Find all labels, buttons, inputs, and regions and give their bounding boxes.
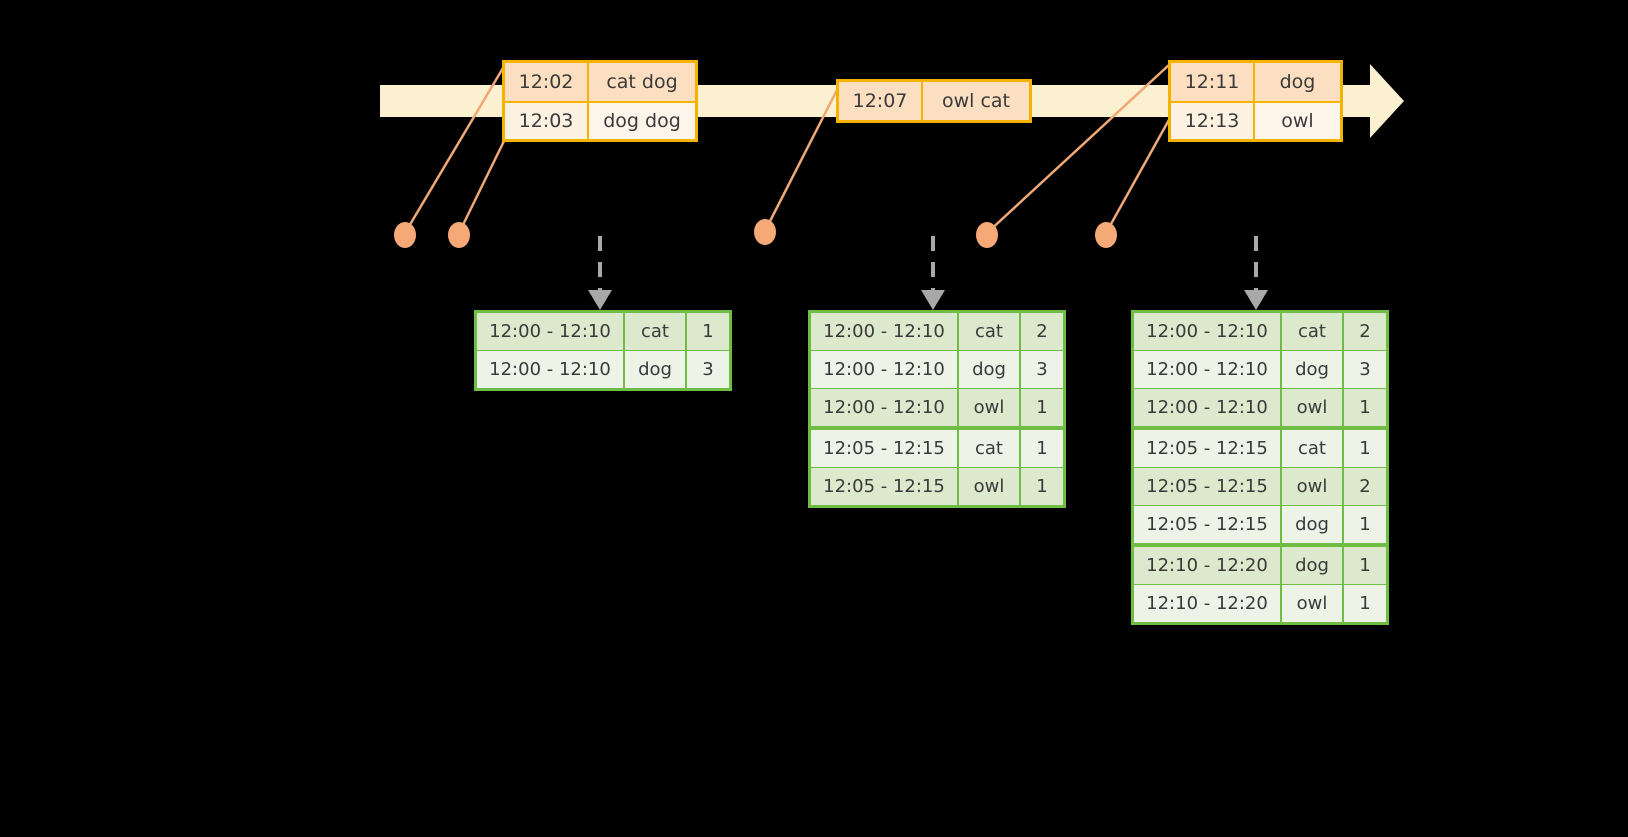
event-words: dog dog (589, 103, 695, 139)
count-cell: 3 (1344, 351, 1386, 388)
word-cell: cat (1282, 430, 1342, 467)
word-cell: cat (959, 430, 1019, 467)
count-cell: 1 (1021, 389, 1063, 426)
count-cell: 1 (1344, 506, 1386, 543)
event-words: owl (1255, 103, 1340, 139)
window-cell: 12:00 - 12:10 (1134, 351, 1280, 388)
event-row[interactable]: 12:02 cat dog (505, 63, 695, 101)
event-dot-2 (448, 222, 470, 248)
word-cell: dog (959, 351, 1019, 388)
event-time: 12:03 (505, 103, 589, 139)
window-cell: 12:00 - 12:10 (811, 313, 957, 350)
count-cell: 3 (687, 351, 729, 388)
word-cell: owl (1282, 585, 1342, 622)
word-cell: dog (1282, 547, 1342, 584)
count-cell: 2 (1021, 313, 1063, 350)
word-cell: dog (1282, 351, 1342, 388)
event-time: 12:02 (505, 63, 589, 101)
event-dot-3 (754, 219, 776, 245)
window-cell: 12:05 - 12:15 (811, 468, 957, 505)
count-cell: 1 (1344, 547, 1386, 584)
event-group-2[interactable]: 12:07 owl cat (836, 79, 1032, 123)
event-row[interactable]: 12:11 dog (1171, 63, 1340, 101)
count-cell: 2 (1344, 468, 1386, 505)
event-group-3[interactable]: 12:11 dog 12:13 owl (1168, 60, 1343, 142)
event-dot-5 (1095, 222, 1117, 248)
window-cell: 12:00 - 12:10 (811, 389, 957, 426)
event-dot-1 (394, 222, 416, 248)
event-words: owl cat (923, 82, 1029, 120)
window-cell: 12:10 - 12:20 (1134, 547, 1280, 584)
count-cell: 1 (1344, 585, 1386, 622)
event-dots (394, 219, 1117, 248)
window-cell: 12:00 - 12:10 (477, 313, 623, 350)
window-cell: 12:05 - 12:15 (811, 430, 957, 467)
window-cell: 12:05 - 12:15 (1134, 506, 1280, 543)
event-dot-4 (976, 222, 998, 248)
word-cell: dog (1282, 506, 1342, 543)
emit-arrows (598, 236, 1258, 292)
word-cell: cat (1282, 313, 1342, 350)
window-cell: 12:00 - 12:10 (1134, 389, 1280, 426)
event-time: 12:07 (839, 82, 923, 120)
window-cell: 12:00 - 12:10 (1134, 313, 1280, 350)
word-cell: dog (625, 351, 685, 388)
window-cell: 12:05 - 12:15 (1134, 468, 1280, 505)
event-time: 12:11 (1171, 63, 1255, 101)
event-row[interactable]: 12:13 owl (1171, 101, 1340, 139)
word-cell: cat (625, 313, 685, 350)
event-row[interactable]: 12:07 owl cat (839, 82, 1029, 120)
window-cell: 12:00 - 12:10 (477, 351, 623, 388)
event-words: cat dog (589, 63, 695, 101)
word-cell: owl (1282, 389, 1342, 426)
count-cell: 1 (1344, 389, 1386, 426)
count-cell: 1 (687, 313, 729, 350)
event-row[interactable]: 12:03 dog dog (505, 101, 695, 139)
count-cell: 1 (1021, 468, 1063, 505)
emit-arrowheads (588, 290, 1268, 310)
word-cell: cat (959, 313, 1019, 350)
count-cell: 3 (1021, 351, 1063, 388)
word-cell: owl (959, 389, 1019, 426)
window-cell: 12:10 - 12:20 (1134, 585, 1280, 622)
count-cell: 1 (1344, 430, 1386, 467)
window-cell: 12:05 - 12:15 (1134, 430, 1280, 467)
event-words: dog (1255, 63, 1340, 101)
count-cell: 2 (1344, 313, 1386, 350)
count-cell: 1 (1021, 430, 1063, 467)
event-time: 12:13 (1171, 103, 1255, 139)
word-cell: owl (959, 468, 1019, 505)
event-group-1[interactable]: 12:02 cat dog 12:03 dog dog (502, 60, 698, 142)
window-cell: 12:00 - 12:10 (811, 351, 957, 388)
word-cell: owl (1282, 468, 1342, 505)
